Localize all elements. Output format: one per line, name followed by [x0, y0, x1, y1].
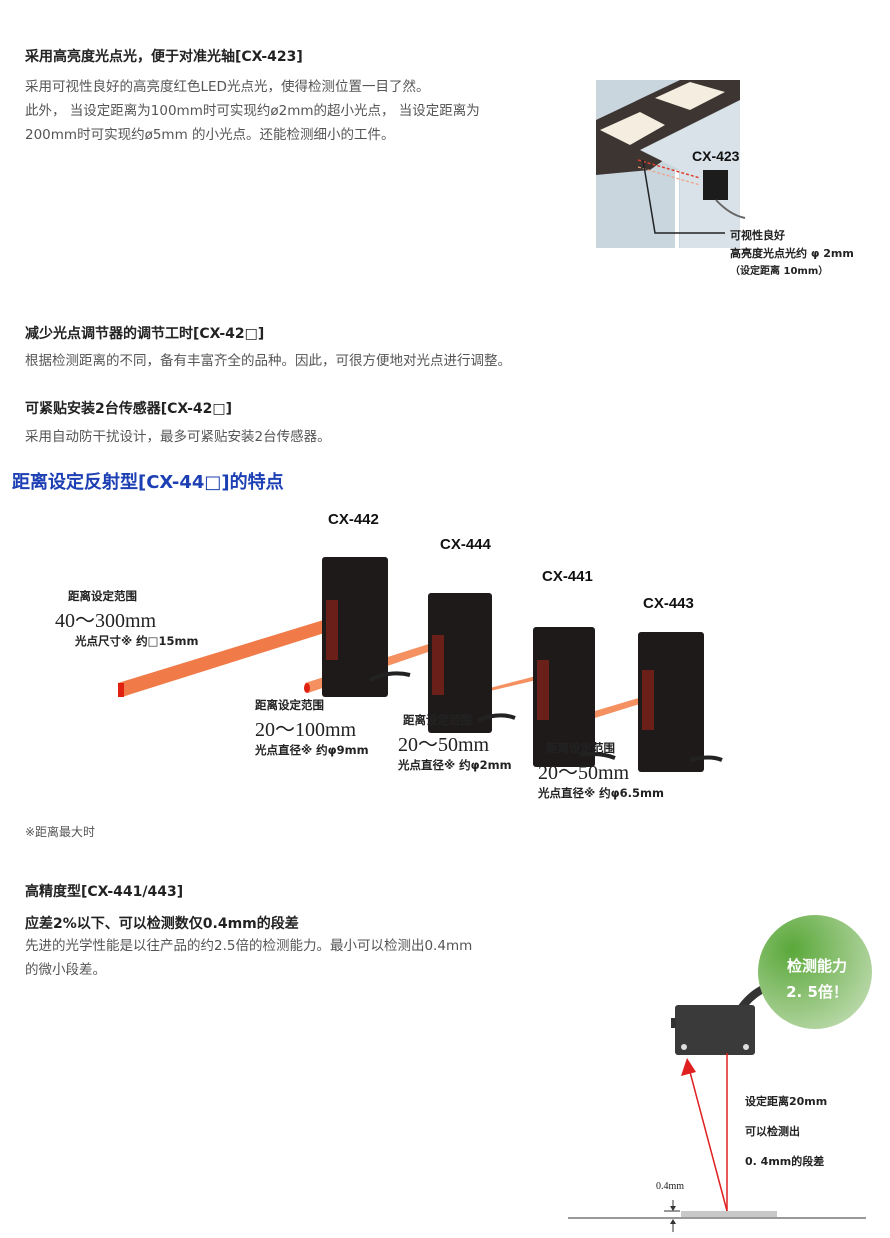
range-value: 40～300mm — [55, 610, 157, 632]
range-value: 20～50mm — [398, 734, 490, 756]
model-label-cx444: CX-444 — [440, 536, 491, 553]
bright-spot-description: 采用可视性良好的高亮度红色LED光点光，使得检测位置一目了然。 此外， 当设定距… — [25, 75, 480, 147]
cx423-label: CX-423 — [692, 148, 740, 164]
sensor-cx443 — [638, 632, 723, 772]
range-label: 距离设定范围 — [68, 589, 137, 603]
text-line: 此外， 当设定距离为100mm时可实现约ø2mm的超小光点， 当设定距离为 — [25, 103, 480, 119]
badge-circle — [758, 915, 872, 1029]
range-label: 距离设定范围 — [255, 698, 324, 712]
section-title-close-mount: 可紧贴安装2台传感器[CX-42□] — [25, 401, 232, 417]
adjustment-description: 根据检测距离的不同，备有丰富齐全的品种。因此，可很方便地对光点进行调整。 — [25, 353, 511, 369]
high-precision-subtitle: 应差2%以下、可以检测数仅0.4mm的段差 — [25, 916, 299, 932]
footnote: ※距离最大时 — [25, 825, 96, 839]
spot-size: 光点直径※ 约φ2mm — [398, 758, 512, 772]
text-line: 的微小段差。 — [25, 962, 106, 978]
model-label-cx442: CX-442 — [328, 511, 379, 528]
model-label-cx441: CX-441 — [542, 568, 593, 585]
text-line: 200mm时可实现约ø5mm 的小光点。还能检测细小的工件。 — [25, 127, 395, 143]
step-height-label: 0.4mm — [656, 1181, 685, 1192]
text-line: 先进的光学性能是以往产品的约2.5倍的检测能力。最小可以检测出0.4mm — [25, 938, 473, 954]
section-title-bright-spot: 采用高亮度光点光，便于对准光轴[CX-423] — [25, 49, 303, 65]
sensor-icon — [703, 170, 728, 200]
sensor-body — [675, 1005, 755, 1055]
figure-label: 0. 4mm的段差 — [745, 1155, 825, 1168]
workpiece-step — [681, 1211, 777, 1217]
range-label: 距离设定范围 — [403, 713, 472, 727]
sensor-cx442 — [322, 557, 411, 697]
reflected-laser — [689, 1071, 728, 1212]
spec-cx444: 距离设定范围 20～100mm 光点直径※ 约φ9mm — [255, 697, 369, 758]
spot-size: 光点直径※ 约φ6.5mm — [538, 786, 665, 800]
figure-caption: 可视性良好 — [730, 229, 785, 242]
spec-cx443: 距离设定范围 20～50mm 光点直径※ 约φ6.5mm — [538, 740, 664, 801]
spec-cx442: 距离设定范围 40～300mm 光点尺寸※ 约□15mm — [55, 588, 199, 649]
figure-caption: （设定距离 10mm） — [730, 266, 829, 277]
model-label-cx443: CX-443 — [643, 595, 694, 612]
range-label: 距离设定范围 — [546, 741, 615, 755]
figure-label: 可以检测出 — [745, 1125, 800, 1138]
text-line: 采用可视性良好的高亮度红色LED光点光，使得检测位置一目了然。 — [25, 79, 430, 95]
spec-cx441: 距离设定范围 20～50mm 光点直径※ 约φ2mm — [398, 712, 512, 773]
figure-caption: 高亮度光点光约 φ 2mm — [730, 247, 854, 260]
section-heading-cx44: 距离设定反射型[CX-44□]的特点 — [12, 472, 284, 493]
sensor-cx441 — [533, 627, 616, 767]
figure-label: 设定距离20mm — [745, 1095, 828, 1108]
section-title-high-precision: 高精度型[CX-441/443] — [25, 884, 184, 900]
beam-cx442 — [118, 618, 334, 697]
section-title-adjustment: 减少光点调节器的调节工时[CX-42□] — [25, 326, 265, 342]
arrow-icon — [681, 1058, 696, 1076]
range-value: 20～100mm — [255, 719, 357, 741]
detection-badge: 检测能力 2. 5倍！ — [775, 953, 859, 1005]
spot-size: 光点尺寸※ 约□15mm — [75, 634, 199, 648]
spot-size: 光点直径※ 约φ9mm — [255, 743, 369, 757]
badge-line: 2. 5倍！ — [786, 983, 848, 1001]
badge-line: 检测能力 — [786, 957, 847, 975]
high-precision-description: 先进的光学性能是以往产品的约2.5倍的检测能力。最小可以检测出0.4mm 的微小… — [25, 934, 472, 982]
close-mount-description: 采用自动防干扰设计，最多可紧贴安装2台传感器。 — [25, 429, 331, 445]
sensor-cx444 — [428, 593, 516, 733]
range-value: 20～50mm — [538, 762, 630, 784]
